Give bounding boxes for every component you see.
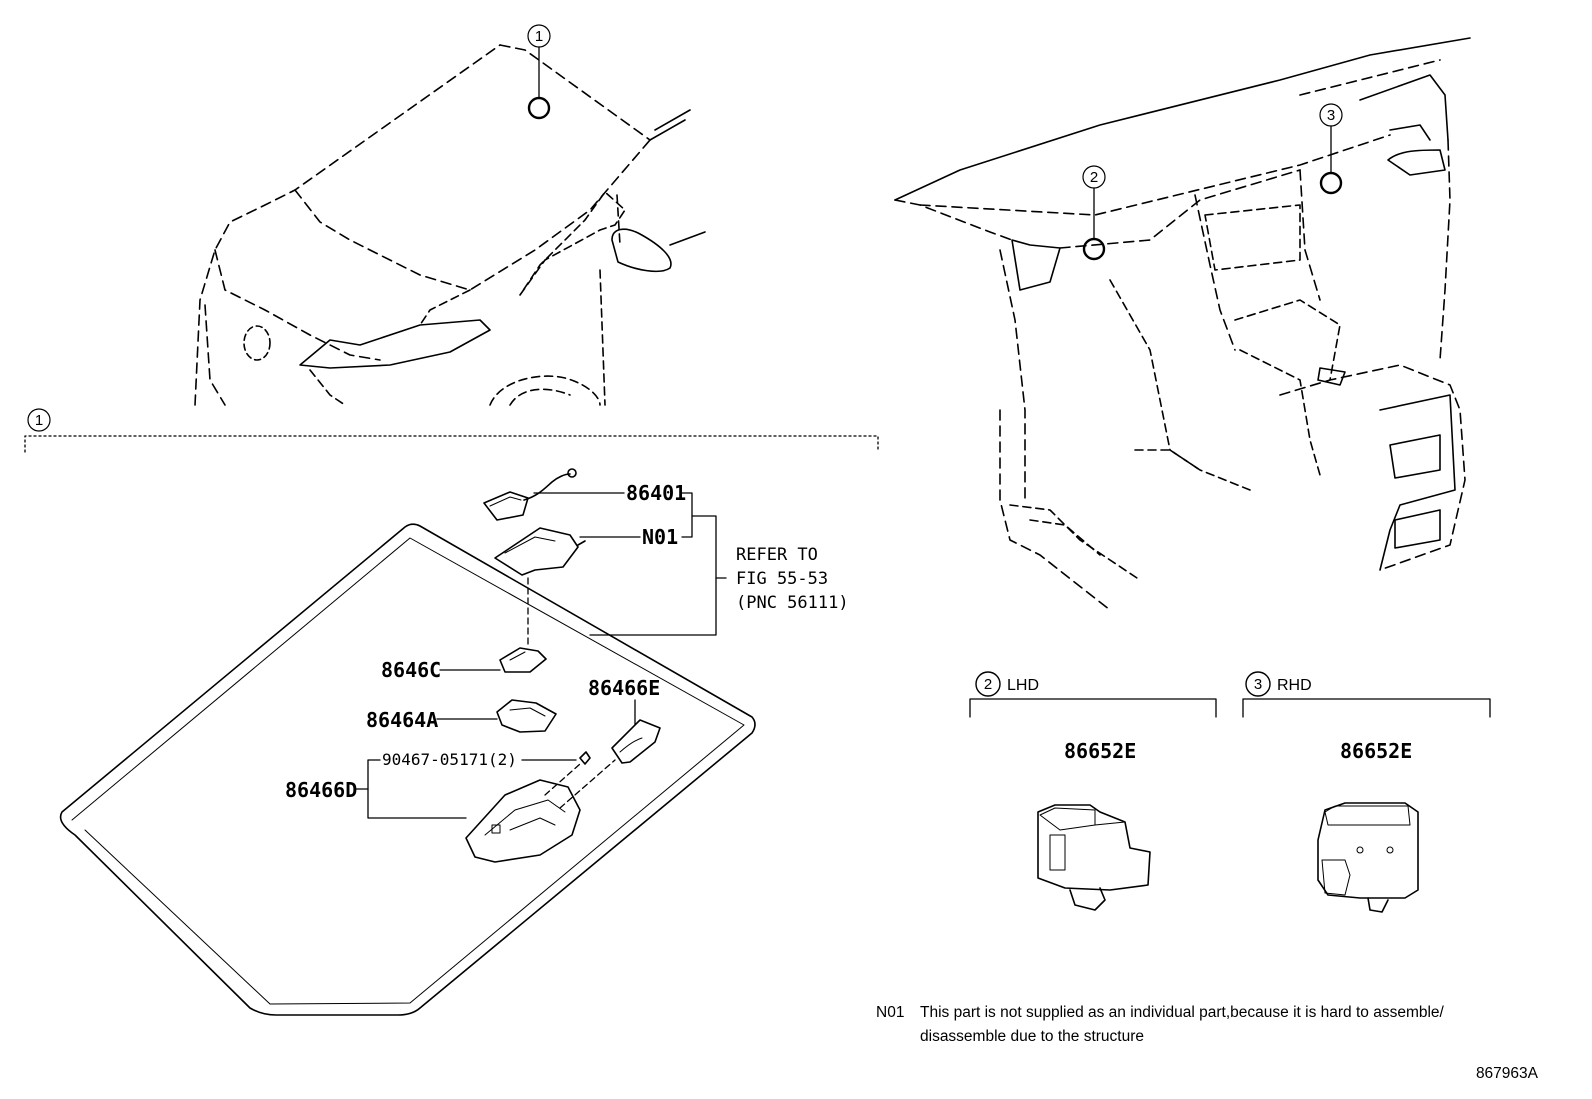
illustration-id: 867963A	[1476, 1065, 1539, 1082]
part-86466d-housing	[465, 779, 581, 863]
part-number-n01: N01	[642, 525, 678, 549]
part-90467-clip	[579, 751, 591, 765]
part-86652e-lhd	[1037, 804, 1151, 911]
vehicle-front-illustration	[194, 44, 706, 406]
part-8646c	[499, 647, 547, 673]
rhd-label: RHD	[1277, 677, 1312, 694]
note-line-2: disassemble due to the structure	[920, 1028, 1144, 1045]
part-number-86652e-lhd: 86652E	[1064, 739, 1136, 763]
part-number-86652e-rhd: 86652E	[1340, 739, 1412, 763]
refer-line-2: FIG 55-53	[736, 569, 828, 589]
callout-1-section: 1	[35, 412, 43, 429]
part-86401-sensor	[483, 468, 577, 521]
part-number-86466d: 86466D	[285, 778, 357, 802]
refer-line-3: (PNC 56111)	[736, 593, 849, 613]
refer-line-1: REFER TO	[736, 545, 818, 565]
callout-2: 2	[1090, 169, 1098, 186]
part-number-90467: 90467-05171(2)	[382, 750, 517, 769]
part-number-86401: 86401	[626, 481, 686, 505]
callout-2-lhd: 2	[984, 676, 992, 693]
part-number-86464a: 86464A	[366, 708, 438, 732]
part-86466e-cover	[611, 719, 661, 764]
callout-1-top: 1	[535, 28, 543, 45]
note-line-1: This part is not supplied as an individu…	[920, 1004, 1445, 1021]
part-86464a	[496, 699, 557, 733]
part-number-8646c: 8646C	[381, 658, 441, 682]
lhd-label: LHD	[1007, 677, 1039, 694]
note-code: N01	[876, 1004, 904, 1021]
callout-3: 3	[1327, 107, 1335, 124]
vehicle-interior-illustration	[894, 37, 1471, 611]
part-86652e-rhd	[1317, 802, 1419, 913]
part-n01-bracket	[494, 527, 586, 576]
callout-3-rhd: 3	[1254, 676, 1262, 693]
part-number-86466e: 86466E	[588, 676, 660, 700]
windshield-glass-outline	[59, 523, 756, 1016]
